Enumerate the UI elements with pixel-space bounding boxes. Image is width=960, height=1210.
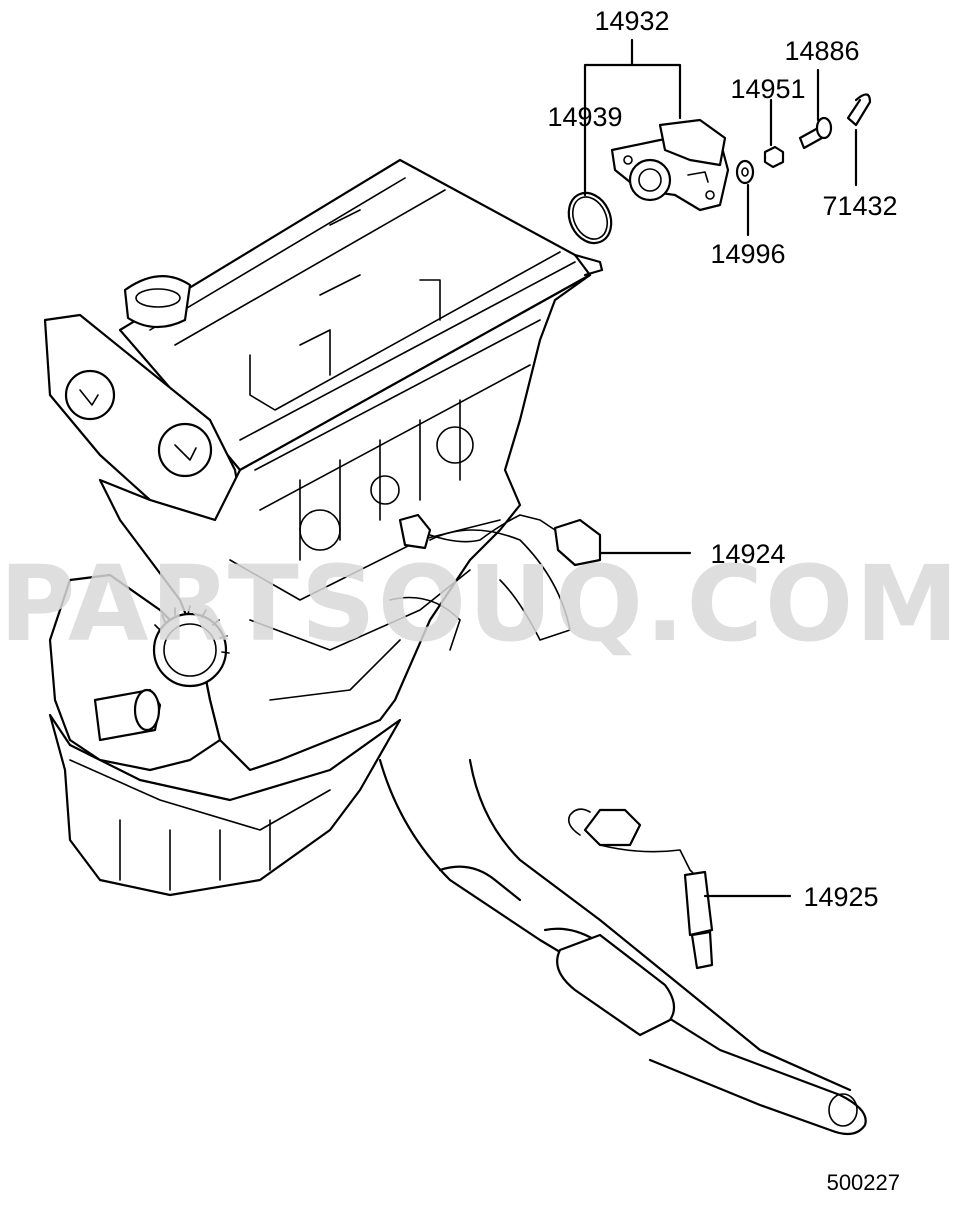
sensor-harness-part[interactable] (398, 513, 602, 567)
oxygen-sensor-part[interactable] (567, 808, 714, 970)
part-label-14951[interactable]: 14951 (730, 74, 805, 104)
diagram-code: 500227 (827, 1170, 900, 1195)
washer-part[interactable] (735, 159, 755, 185)
part-label-14886[interactable]: 14886 (784, 36, 859, 66)
part-label-14925[interactable]: 14925 (803, 882, 878, 912)
exhaust-pipe-illustration (378, 758, 867, 1136)
engine-illustration (43, 158, 604, 897)
part-label-14996[interactable]: 14996 (710, 239, 785, 269)
watermark-text: PARTSOUQ.COM (0, 543, 960, 665)
nut-part[interactable] (763, 145, 785, 169)
part-label-14932[interactable]: 14932 (594, 6, 669, 36)
o-ring-part[interactable] (561, 186, 619, 250)
screw-part[interactable] (798, 116, 833, 150)
part-label-14939[interactable]: 14939 (547, 102, 622, 132)
part-label-71432[interactable]: 71432 (822, 191, 897, 221)
throttle-position-sensor-part[interactable] (610, 118, 730, 212)
clip-part[interactable] (846, 93, 872, 127)
part-label-14924[interactable]: 14924 (710, 539, 785, 569)
leader-lines (583, 38, 858, 898)
